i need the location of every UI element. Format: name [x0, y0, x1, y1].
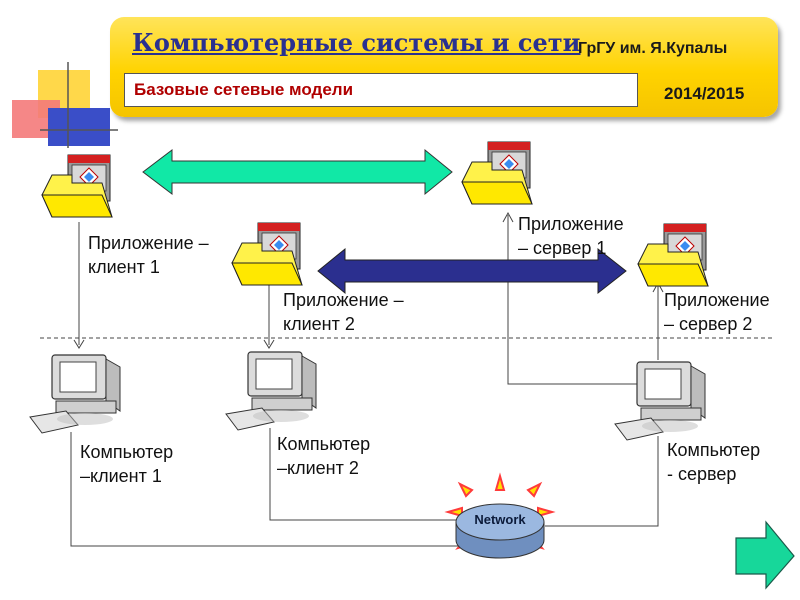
- cable-pc-server-to-network: [545, 436, 659, 527]
- corner-decoration: [12, 62, 118, 148]
- subtitle-box: [124, 73, 638, 107]
- label-app-server-2: Приложение– сервер 2: [664, 290, 770, 334]
- cable-pc-client-1-to-network: [70, 432, 470, 547]
- arrowhead-pc-client-2: [263, 339, 275, 349]
- application-folder-icon: [231, 222, 303, 286]
- application-folder-icon: [461, 141, 533, 205]
- cable-pc-client-2-to-network: [269, 428, 458, 521]
- course-title: Компьютерные системы и сети: [132, 28, 581, 57]
- label-app-client-2: Приложение –клиент 2: [283, 290, 404, 334]
- label-app-server-1: Приложение– сервер 1: [518, 214, 624, 258]
- academic-year: 2014/2015: [664, 84, 745, 103]
- label-pc-server: Компьютер- сервер: [667, 440, 761, 484]
- network-hub-icon: [444, 472, 556, 559]
- computer-icon: [225, 351, 317, 431]
- computer-icon: [29, 354, 121, 434]
- next-slide-arrow-icon[interactable]: [735, 520, 795, 590]
- computer-icon: [614, 361, 706, 441]
- university-name: ГрГУ им. Я.Купалы: [578, 40, 728, 57]
- label-pc-client-1: Компьютер–клиент 1: [80, 442, 174, 486]
- arrowhead-pc-client-1: [73, 339, 85, 349]
- slide-subtitle: Базовые сетевые модели: [134, 80, 354, 99]
- arrow-client2-server2: [317, 247, 627, 295]
- arrow-client1-server1: [142, 148, 453, 196]
- application-folder-icon: [637, 223, 709, 287]
- label-pc-client-2: Компьютер–клиент 2: [277, 434, 371, 478]
- label-app-client-1: Приложение –клиент 1: [88, 233, 209, 277]
- application-folder-icon: [41, 154, 113, 218]
- network-label: Network: [474, 512, 526, 527]
- arrowhead-app-server-1: [502, 211, 514, 223]
